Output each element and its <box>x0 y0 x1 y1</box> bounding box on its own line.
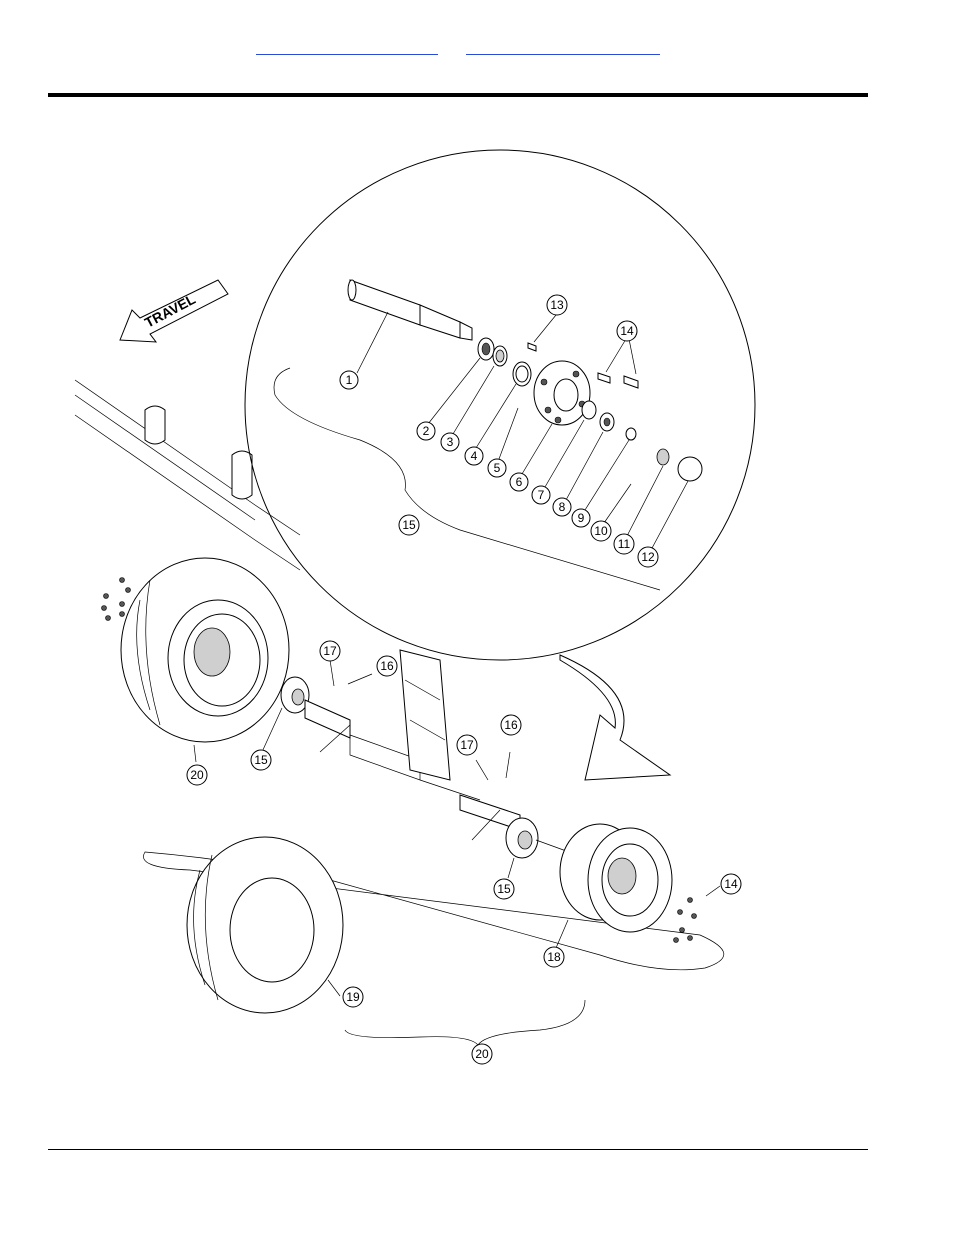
hub-assembly-lower <box>505 817 581 879</box>
svg-text:7: 7 <box>538 488 545 502</box>
svg-text:11: 11 <box>618 537 631 551</box>
svg-text:15: 15 <box>402 518 416 532</box>
callout-14-detail: 14 <box>616 320 638 342</box>
header-links <box>256 40 666 56</box>
callout-17-upper: 17 <box>319 640 341 662</box>
svg-text:4: 4 <box>471 449 478 463</box>
callout-5: 5 <box>487 458 507 478</box>
footer-rule <box>48 1149 868 1150</box>
svg-text:16: 16 <box>504 718 518 732</box>
rim-lower <box>555 823 721 949</box>
callout-7: 7 <box>531 485 551 505</box>
detail-view <box>244 149 756 661</box>
svg-text:14: 14 <box>620 324 634 338</box>
callouts: 1 2 3 4 5 6 7 8 9 10 11 12 13 14 15 17 1… <box>186 294 742 1065</box>
callout-1: 1 <box>339 370 359 390</box>
callout-11: 11 <box>613 533 635 555</box>
callout-6: 6 <box>509 472 529 492</box>
svg-text:10: 10 <box>594 524 608 538</box>
svg-text:1: 1 <box>346 373 353 387</box>
svg-text:6: 6 <box>516 475 523 489</box>
travel-arrow: TRAVEL <box>119 279 229 343</box>
brace-20 <box>344 999 586 1046</box>
tire-lower <box>186 836 344 1014</box>
callout-16-lower: 16 <box>500 714 522 736</box>
callout-10: 10 <box>590 520 612 542</box>
svg-text:14: 14 <box>724 877 738 891</box>
callout-16-upper: 16 <box>376 655 398 677</box>
svg-text:20: 20 <box>190 768 204 782</box>
callout-19: 19 <box>342 986 364 1008</box>
svg-text:17: 17 <box>460 738 474 752</box>
callout-4: 4 <box>464 446 484 466</box>
header-rule <box>48 93 868 97</box>
callout-14-lower: 14 <box>720 873 742 895</box>
svg-text:13: 13 <box>550 298 564 312</box>
callout-15-upper: 15 <box>250 749 272 771</box>
svg-text:15: 15 <box>254 753 268 767</box>
frame-tube <box>74 379 301 571</box>
callout-17-lower: 17 <box>456 734 478 756</box>
callout-8: 8 <box>552 497 572 517</box>
header-link-2[interactable] <box>466 40 660 55</box>
detail-arrow <box>559 654 672 781</box>
svg-text:15: 15 <box>497 882 511 896</box>
svg-text:16: 16 <box>380 659 394 673</box>
header-link-1[interactable] <box>256 40 438 55</box>
svg-text:20: 20 <box>475 1047 489 1061</box>
svg-text:8: 8 <box>559 500 566 514</box>
svg-text:2: 2 <box>423 424 430 438</box>
callout-9: 9 <box>571 508 591 528</box>
svg-text:12: 12 <box>641 550 655 564</box>
callout-2: 2 <box>416 421 436 441</box>
axle-frame <box>349 649 521 841</box>
wheel-left <box>101 557 290 763</box>
callout-18: 18 <box>543 946 565 968</box>
callout-3: 3 <box>440 432 460 452</box>
svg-text:9: 9 <box>578 511 585 525</box>
callout-12: 12 <box>637 546 659 568</box>
svg-text:5: 5 <box>494 461 501 475</box>
callout-20-upper: 20 <box>186 764 208 786</box>
svg-text:3: 3 <box>447 435 454 449</box>
callout-15-detail: 15 <box>398 514 420 536</box>
svg-text:19: 19 <box>346 990 360 1004</box>
callout-13: 13 <box>546 294 568 316</box>
svg-text:18: 18 <box>547 950 561 964</box>
svg-text:17: 17 <box>323 644 337 658</box>
callout-15-lower: 15 <box>493 878 515 900</box>
callout-20-lower: 20 <box>471 1043 493 1065</box>
